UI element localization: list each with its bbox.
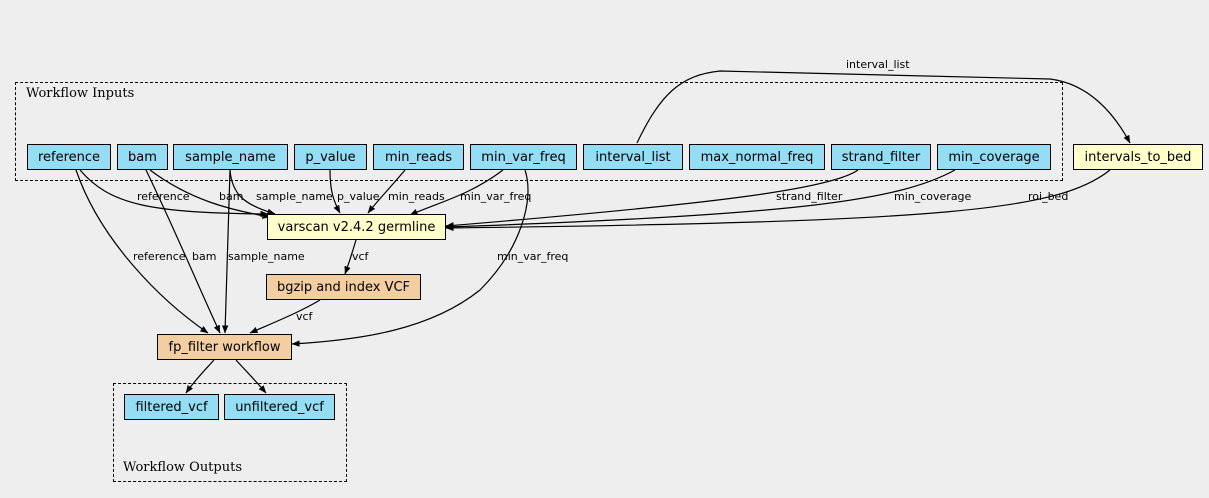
input-min-coverage[interactable]: min_coverage — [937, 144, 1051, 170]
input-bam[interactable]: bam — [117, 144, 168, 170]
edge-varscan-bgzip — [344, 239, 357, 275]
workflow-inputs-cluster — [15, 82, 1063, 181]
edge-sample-name-fp-filter — [221, 169, 231, 334]
edge-label-reference-fp: reference — [133, 250, 186, 263]
step-fp-filter-workflow[interactable]: fp_filter workflow — [157, 334, 292, 360]
edge-label-min-var-freq-fp: min_var_freq — [497, 250, 568, 263]
input-min-var-freq[interactable]: min_var_freq — [470, 144, 577, 170]
edge-interval-list — [636, 70, 1131, 144]
input-p-value[interactable]: p_value — [294, 144, 367, 170]
input-reference[interactable]: reference — [27, 144, 111, 170]
input-strand-filter[interactable]: strand_filter — [831, 144, 931, 170]
workflow-outputs-label: Workflow Outputs — [123, 460, 242, 475]
edge-min-var-freq-varscan — [409, 169, 504, 216]
input-max-normal-freq[interactable]: max_normal_freq — [689, 144, 825, 170]
edge-fp-unfiltered-vcf — [235, 359, 267, 394]
workflow-inputs-label: Workflow Inputs — [26, 86, 135, 101]
edge-min-coverage-varscan — [445, 169, 956, 230]
edge-reference-fp-filter — [75, 169, 209, 334]
edge-roi-bed-varscan — [445, 169, 1111, 232]
input-interval-list[interactable]: interval_list — [583, 144, 683, 170]
input-sample-name[interactable]: sample_name — [173, 144, 288, 170]
edge-fp-filtered-vcf — [185, 359, 215, 394]
edge-label-interval-list: interval_list — [846, 58, 910, 71]
edge-min-var-freq-fp-filter — [291, 169, 529, 347]
edge-sample-name-varscan — [229, 169, 276, 215]
edge-bam-varscan — [149, 169, 271, 219]
edge-bam-fp-filter — [145, 169, 221, 334]
step-bgzip-index-vcf[interactable]: bgzip and index VCF — [266, 274, 421, 300]
edge-bgzip-fp-filter — [249, 299, 321, 334]
edge-label-sample-name-varscan: sample_name — [256, 190, 333, 203]
edge-label-min-coverage: min_coverage — [894, 190, 972, 203]
step-intervals-to-bed[interactable]: intervals_to_bed — [1073, 144, 1203, 170]
edge-label-strand-filter: strand_filter — [776, 190, 843, 203]
input-min-reads[interactable]: min_reads — [373, 144, 464, 170]
step-varscan-germline[interactable]: varscan v2.4.2 germline — [267, 214, 446, 240]
edge-label-reference-varscan: reference — [137, 190, 190, 203]
edge-strand-filter-varscan — [445, 169, 859, 229]
output-unfiltered-vcf[interactable]: unfiltered_vcf — [224, 394, 335, 420]
edge-label-roi-bed: roi_bed — [1028, 190, 1068, 203]
edge-min-reads-varscan — [367, 169, 406, 214]
output-filtered-vcf[interactable]: filtered_vcf — [124, 394, 219, 420]
edge-label-min-reads: min_reads — [388, 190, 445, 203]
edge-p-value-varscan — [329, 169, 341, 214]
edge-label-bam-fp: bam — [192, 250, 216, 263]
workflow-outputs-cluster — [113, 383, 347, 482]
edge-label-sample-name-fp: sample_name — [228, 250, 305, 263]
edge-label-p-value: p_value — [337, 190, 380, 203]
edge-label-vcf-bgzip: vcf — [352, 250, 370, 263]
edge-label-min-var-freq-varscan: min_var_freq — [460, 190, 531, 203]
edge-label-vcf-fp: vcf — [296, 310, 314, 323]
